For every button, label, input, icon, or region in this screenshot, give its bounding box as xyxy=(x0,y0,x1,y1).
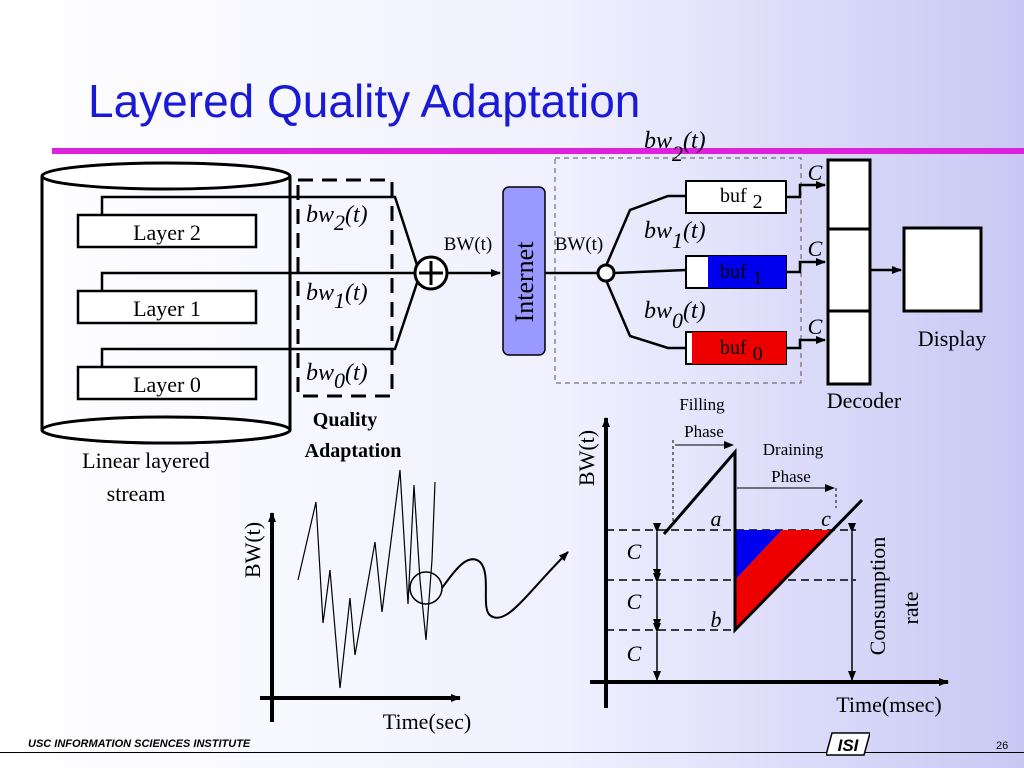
footer-rule xyxy=(0,752,1024,753)
splitter-node xyxy=(596,263,616,283)
left-plot-y-label: BW(t) xyxy=(240,522,265,578)
quality-adaptation-caption: Quality xyxy=(313,409,377,431)
svg-text:ISI: ISI xyxy=(838,736,860,755)
bw-in-label: BW(t) xyxy=(444,234,493,255)
output-bw0-label: bw0(t) xyxy=(644,298,706,333)
point-a-label: a xyxy=(711,506,722,531)
decoder-label: Decoder xyxy=(827,388,902,413)
layer-to-adder-lines xyxy=(100,195,420,367)
bw-out-label: BW(t) xyxy=(555,234,604,255)
layered-stream-cylinder xyxy=(40,161,292,445)
capacity-c-label: C xyxy=(627,539,642,564)
left-plot: BW(t) Time(sec) xyxy=(240,469,569,734)
footer-institute: USC INFORMATION SCIENCES INSTITUTE xyxy=(28,738,251,750)
consumption-rate-label: rate xyxy=(898,592,923,625)
input-bw2-label: bw2(t) xyxy=(306,202,368,235)
point-c-label: c xyxy=(821,506,831,531)
left-plot-zoom-circle xyxy=(409,571,443,605)
internet-label: Internet xyxy=(510,241,539,323)
display-label: Display xyxy=(918,326,986,351)
isi-logo: ISI xyxy=(826,732,870,756)
input-bw0-label: bw0(t) xyxy=(306,360,368,393)
capacity-label: C xyxy=(808,314,823,339)
splitter-branches xyxy=(604,194,690,350)
output-bw1-label: bw1(t) xyxy=(644,218,706,253)
left-plot-bandwidth-curve xyxy=(297,469,436,689)
quality-adaptation-caption: Adaptation xyxy=(305,440,402,462)
point-b-label: b xyxy=(711,607,722,632)
right-plot: Filling Phase Draining Phase a b c C C C… xyxy=(574,395,949,717)
draining-phase-label: Draining xyxy=(763,440,824,459)
receiver-box xyxy=(554,157,802,384)
slide-title: Layered Quality Adaptation xyxy=(88,75,641,127)
layer-box-2: Layer 2 xyxy=(76,213,258,249)
capacity-label: C xyxy=(808,160,823,185)
output-bw2-label: bw2(t) xyxy=(644,128,706,166)
left-plot-zoom-arrow xyxy=(441,551,569,619)
right-plot-x-label: Time(msec) xyxy=(836,692,942,717)
draining-phase-label: Phase xyxy=(771,467,811,486)
layer-box-0: Layer 0 xyxy=(76,365,258,401)
decoder-box xyxy=(826,158,872,386)
stream-caption: Linear layered xyxy=(82,448,210,473)
internet-box xyxy=(502,186,546,356)
phase-markers xyxy=(672,440,837,525)
layer-label: Layer 0 xyxy=(133,372,201,397)
consumption-rate-label: Consumption xyxy=(865,537,890,656)
slide-number: 26 xyxy=(996,740,1009,752)
capacity-c-label: C xyxy=(627,641,642,666)
buffer-to-decoder-arrows xyxy=(786,181,826,350)
quality-adaptation-box xyxy=(296,178,394,398)
right-plot-y-label: BW(t) xyxy=(574,430,599,486)
display-box xyxy=(902,226,983,313)
input-bw1-label: bw1(t) xyxy=(306,280,368,313)
capacity-c-label: C xyxy=(627,589,642,614)
rate-line xyxy=(662,447,864,634)
layer-label: Layer 2 xyxy=(133,220,201,245)
layer-label: Layer 1 xyxy=(133,296,201,321)
adder-node xyxy=(413,255,449,291)
left-plot-x-label: Time(sec) xyxy=(383,709,471,734)
capacity-label: C xyxy=(808,236,823,261)
filling-phase-label: Phase xyxy=(684,422,724,441)
stream-caption: stream xyxy=(107,481,166,506)
layer-box-1: Layer 1 xyxy=(76,289,258,325)
filling-phase-label: Filling xyxy=(679,395,725,414)
title-rule xyxy=(52,148,1024,154)
